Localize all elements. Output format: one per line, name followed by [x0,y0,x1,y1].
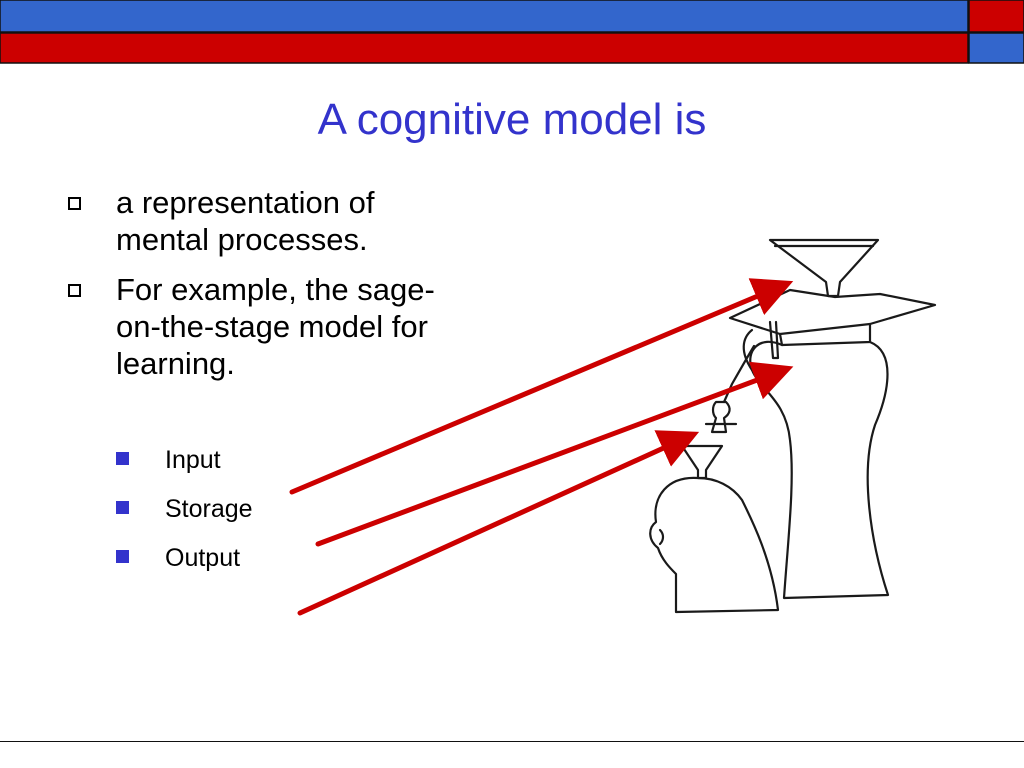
bullet-item: For example, the sage-on-the-stage model… [68,271,468,382]
hollow-square-icon [68,284,81,297]
bullet-item: a representation of mental processes. [68,184,468,258]
bullet-text: a representation of mental processes. [116,185,375,257]
solid-square-icon [116,501,129,514]
slide-frame [0,741,1024,742]
bullet-list: a representation of mental processes. Fo… [68,184,468,395]
funnel-icon [768,238,880,298]
sub-bullet-item: Input [116,436,253,485]
slide-title: A cognitive model is [317,95,707,144]
sub-bullet-text: Output [165,544,241,572]
output-arrow [297,430,700,616]
sub-bullet-item: Output [116,534,253,583]
sub-bullet-text: Input [165,446,221,474]
hollow-square-icon [68,197,81,210]
solid-square-icon [116,452,129,465]
graduation-cap-icon [728,288,937,360]
head-figure [649,476,780,614]
input-arrow [289,278,794,495]
small-funnel-icon [680,444,724,480]
bullet-text: For example, the sage-on-the-stage model… [116,272,435,381]
corner-red-square [968,0,1024,33]
blue-bar [0,0,969,33]
sub-bullet-list: Input Storage Output [116,436,253,583]
corner-blue-square [968,32,1024,64]
red-bar [0,32,969,64]
solid-square-icon [116,550,129,563]
faucet-icon [704,344,756,434]
sub-bullet-item: Storage [116,485,253,534]
storage-arrow [315,361,794,547]
sage-on-stage-illustration [289,238,937,616]
header-decoration [0,0,1024,64]
sub-bullet-text: Storage [165,495,253,523]
